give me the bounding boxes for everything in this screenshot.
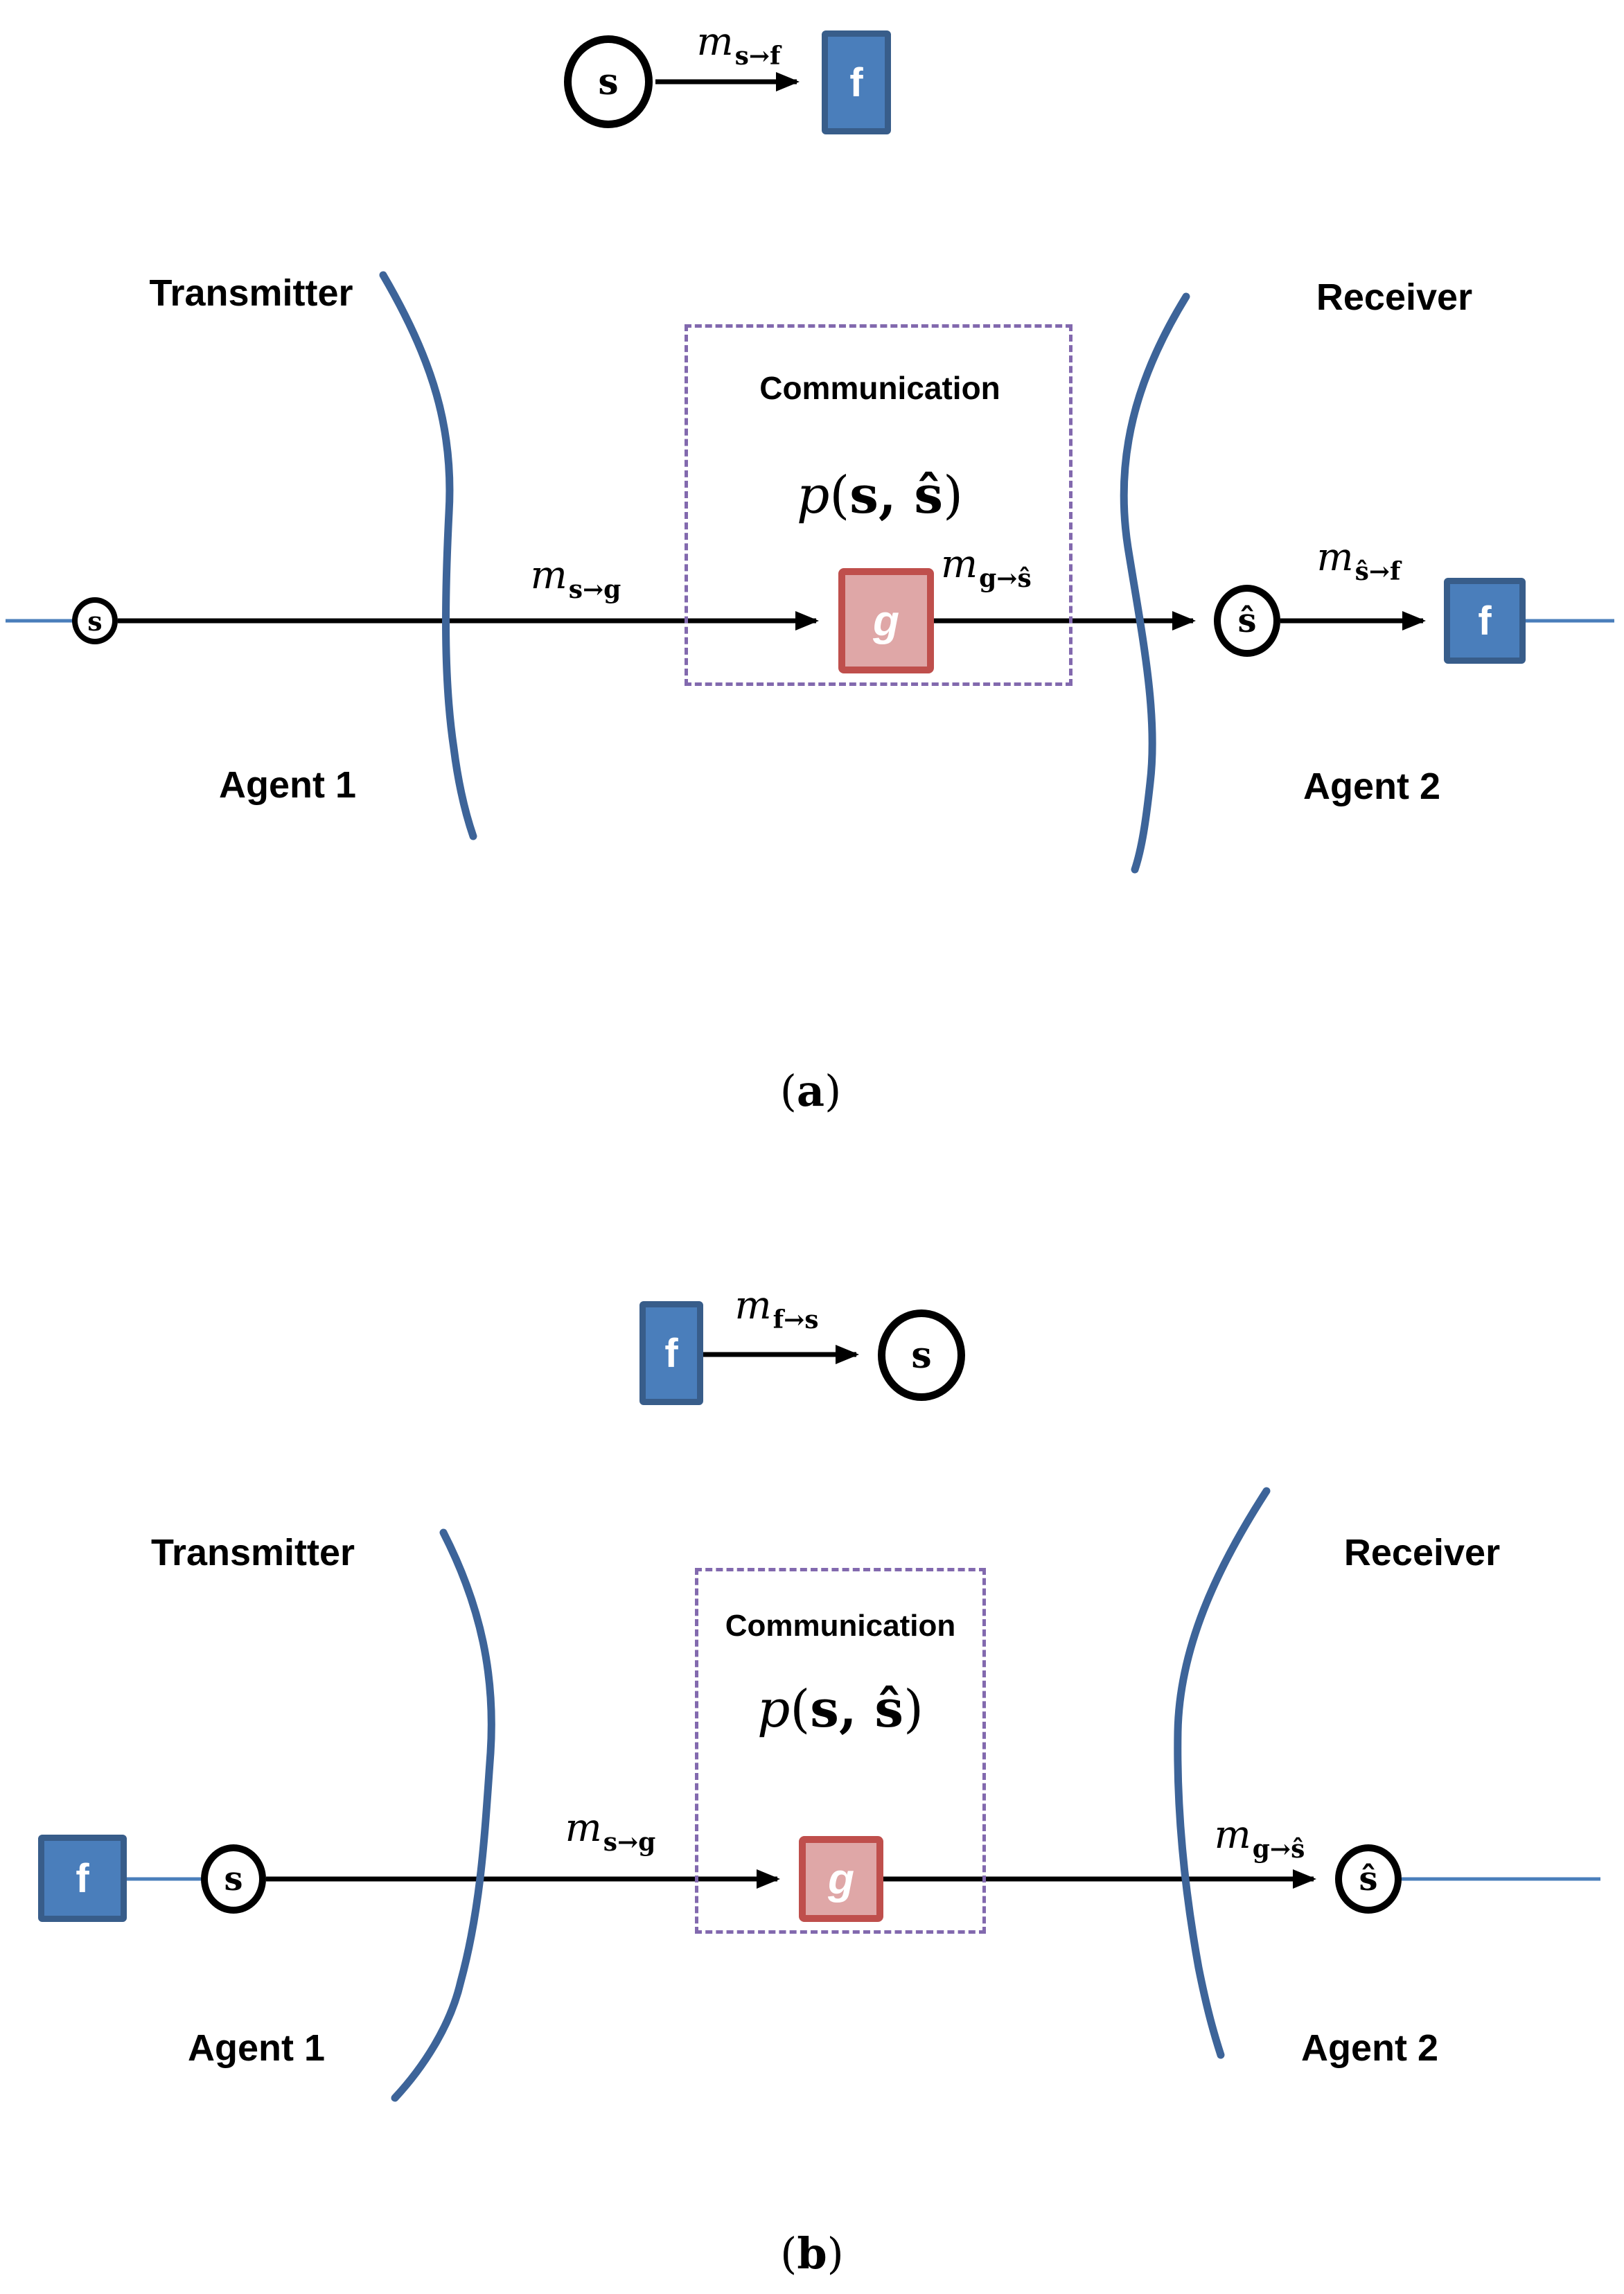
variable-node-shat-a: ŝ <box>1214 585 1280 657</box>
receiver-label-a: Receiver <box>1316 276 1473 318</box>
transmitter-label-a: Transmitter <box>149 272 353 314</box>
variable-node-s-top-a: s <box>564 35 653 128</box>
communication-title-a: Communication <box>759 370 1000 406</box>
communication-title-b: Communication <box>725 1609 956 1643</box>
communication-box-b <box>695 1568 986 1934</box>
receiver-boundary-curve-a <box>1120 292 1190 874</box>
variable-node-s-top-b: s <box>878 1309 965 1401</box>
message-label-s-to-g-a: ms→g <box>530 553 621 604</box>
message-label-f-to-s-top-b: mf→s <box>734 1283 819 1334</box>
factor-node-f-row-b: f <box>38 1835 127 1922</box>
factor-node-g-b: g <box>799 1836 883 1922</box>
transmitter-boundary-curve-b <box>391 1528 495 2102</box>
receiver-boundary-curve-b <box>1174 1487 1271 2059</box>
message-label-shat-to-f-a: mŝ→f <box>1316 535 1401 586</box>
variable-node-s-row-b: s <box>201 1844 266 1914</box>
message-label-g-to-shat-a: mg→ŝ <box>941 542 1032 593</box>
transmitter-boundary-curve-a <box>379 271 477 840</box>
transmitter-label-b: Transmitter <box>150 1532 355 1573</box>
agent2-label-a: Agent 2 <box>1303 766 1441 807</box>
factor-node-f-top-b: f <box>639 1301 703 1405</box>
factor-node-f-top-a: f <box>822 30 891 134</box>
variable-node-shat-b: ŝ <box>1335 1844 1402 1914</box>
factor-node-f-row-a: f <box>1444 578 1526 664</box>
subfigure-caption-a: (a) <box>779 1066 842 1116</box>
agent1-label-b: Agent 1 <box>187 2027 326 2069</box>
subfigure-caption-b: (b) <box>780 2228 844 2279</box>
agent2-label-b: Agent 2 <box>1300 2027 1439 2069</box>
message-label-g-to-shat-b: mg→ŝ <box>1214 1812 1305 1864</box>
variable-node-label: s <box>598 60 619 103</box>
channel-distribution-a: p(s, ŝ) <box>797 466 963 525</box>
message-label-s-to-f-top-a: ms→f <box>696 19 781 71</box>
communication-box-a <box>685 324 1073 686</box>
factor-node-label: f <box>849 60 863 105</box>
agent1-label-a: Agent 1 <box>218 764 357 806</box>
message-label-s-to-g-b: ms→g <box>565 1806 656 1857</box>
channel-distribution-b: p(s, ŝ) <box>757 1679 924 1739</box>
receiver-label-b: Receiver <box>1343 1532 1501 1573</box>
factor-node-g-a: g <box>838 568 934 673</box>
variable-node-s-row-a: s <box>72 597 118 644</box>
